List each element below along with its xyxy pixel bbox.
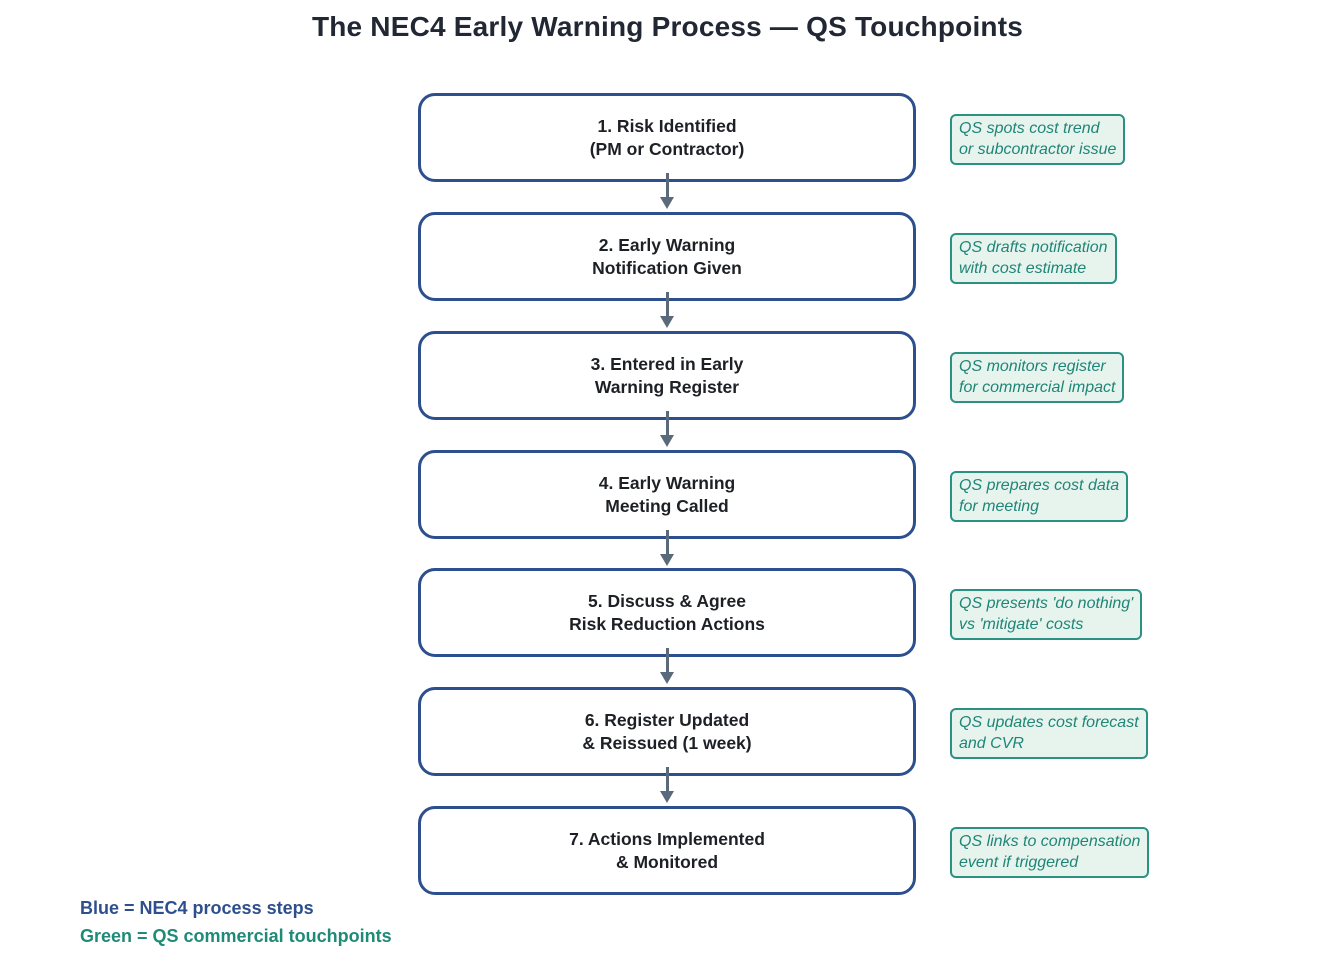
process-step-label: Risk Reduction Actions [569, 613, 765, 634]
process-step-label: 2. Early Warning [598, 234, 736, 255]
arrow-head [660, 197, 674, 209]
process-step-1: 1. Risk Identified (PM or Contractor) [418, 93, 916, 182]
process-step-label: 4. Early Warning [598, 472, 736, 493]
process-step-label: 6. Register Updated [584, 709, 750, 730]
arrow-shaft [666, 648, 669, 674]
note-text: for commercial impact [959, 379, 1116, 396]
qs-touchpoint-note-5: QS presents 'do nothing' vs 'mitigate' c… [950, 589, 1143, 640]
process-step-label: (PM or Contractor) [589, 138, 745, 159]
flow-arrow-down-icon [657, 411, 677, 447]
note-text: QS links to compensation [959, 833, 1141, 850]
qs-touchpoint-note-1: QS spots cost trend or subcontractor iss… [950, 114, 1126, 165]
legend: Blue = NEC4 process steps Green = QS com… [80, 894, 392, 950]
legend-green-label: Green = QS commercial touchpoints [80, 926, 392, 946]
arrow-head [660, 791, 674, 803]
note-text: QS prepares cost data [959, 477, 1120, 494]
process-step-label: Warning Register [594, 376, 740, 397]
flow-arrow-down-icon [657, 648, 677, 684]
legend-blue-label: Blue = NEC4 process steps [80, 898, 314, 918]
process-step-5: 5. Discuss & Agree Risk Reduction Action… [418, 568, 916, 657]
process-step-4: 4. Early Warning Meeting Called [418, 450, 916, 539]
note-text: with cost estimate [959, 260, 1087, 277]
arrow-head [660, 554, 674, 566]
note-text: QS spots cost trend [959, 120, 1100, 137]
note-text: event if triggered [959, 854, 1079, 871]
process-step-label: Notification Given [592, 257, 742, 278]
process-step-label: Meeting Called [605, 495, 729, 516]
qs-touchpoint-note-4: QS prepares cost data for meeting [950, 471, 1129, 522]
arrow-head [660, 316, 674, 328]
flow-arrow-down-icon [657, 292, 677, 328]
qs-touchpoint-note-6: QS updates cost forecast and CVR [950, 708, 1148, 759]
note-text: QS drafts notification [959, 239, 1108, 256]
process-step-label: 1. Risk Identified [597, 115, 737, 136]
process-step-2: 2. Early Warning Notification Given [418, 212, 916, 301]
arrow-shaft [666, 292, 669, 318]
process-step-3: 3. Entered in Early Warning Register [418, 331, 916, 420]
note-text: and CVR [959, 735, 1024, 752]
process-step-7: 7. Actions Implemented & Monitored [418, 806, 916, 895]
note-text: QS presents 'do nothing' [959, 595, 1134, 612]
process-step-label: 3. Entered in Early [590, 353, 744, 374]
note-text: QS updates cost forecast [959, 714, 1139, 731]
flow-arrow-down-icon [657, 173, 677, 209]
process-step-label: & Monitored [615, 851, 719, 872]
process-step-6: 6. Register Updated & Reissued (1 week) [418, 687, 916, 776]
note-text: or subcontractor issue [959, 141, 1117, 158]
arrow-head [660, 435, 674, 447]
process-step-label: 5. Discuss & Agree [588, 590, 746, 611]
process-step-label: 7. Actions Implemented [569, 828, 765, 849]
note-text: QS monitors register [959, 358, 1106, 375]
flow-arrow-down-icon [657, 530, 677, 566]
arrow-shaft [666, 530, 669, 556]
arrow-shaft [666, 411, 669, 437]
note-text: for meeting [959, 498, 1040, 515]
qs-touchpoint-note-2: QS drafts notification with cost estimat… [950, 233, 1117, 284]
arrow-shaft [666, 767, 669, 793]
process-step-label: & Reissued (1 week) [582, 732, 752, 753]
arrow-head [660, 672, 674, 684]
arrow-shaft [666, 173, 669, 199]
note-text: vs 'mitigate' costs [959, 616, 1084, 633]
diagram-title: The NEC4 Early Warning Process — QS Touc… [311, 11, 1024, 42]
qs-touchpoint-note-3: QS monitors register for commercial impa… [950, 352, 1125, 403]
flow-arrow-down-icon [657, 767, 677, 803]
qs-touchpoint-note-7: QS links to compensation event if trigge… [950, 827, 1150, 878]
